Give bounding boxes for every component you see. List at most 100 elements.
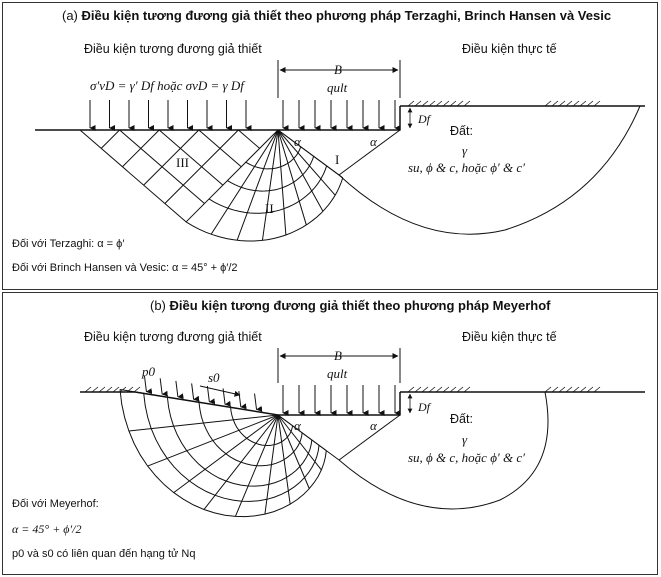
note-terzaghi: Đối với Terzaghi: α = ϕ′ [12, 238, 125, 250]
p0-arrow-b [143, 375, 153, 395]
ground-hatch-a [463, 100, 471, 107]
radial-line-a [236, 129, 279, 241]
ground-hatch-a [456, 100, 464, 107]
radial-line-a [210, 129, 279, 235]
note-meyerhof-alpha: α = 45° + ϕ′/2 [12, 522, 82, 536]
radial-line-a [277, 129, 287, 235]
ground-hatch-a [407, 100, 415, 107]
ground-hatch-b [456, 386, 464, 393]
soil-params-a: su, ϕ & c, hoặc ϕ′ & c′ [408, 160, 525, 175]
alpha-right-b: α [370, 418, 377, 433]
wedge-right-a [338, 129, 401, 176]
radial-arc-b [230, 407, 293, 447]
ground-hatch-b [579, 386, 587, 393]
radial-line-a [277, 129, 307, 226]
passive-grid-a [238, 129, 260, 149]
panel-a-title: (a) Điều kiện tương đương giả thiết theo… [62, 8, 612, 23]
radial-line-b [119, 389, 279, 416]
ground-hatch-b [112, 386, 120, 393]
ground-hatch-a [593, 100, 601, 107]
radial-arc-b [166, 397, 313, 487]
passive-grid-a [119, 129, 205, 204]
radial-line-a [261, 129, 279, 241]
ground-hatch-a [449, 100, 457, 107]
ground-hatch-b [133, 386, 141, 393]
passive-grid-a [158, 129, 224, 186]
ground-hatch-b [593, 386, 601, 393]
ground-hatch-b [421, 386, 429, 393]
gamma-a: γ [462, 143, 468, 158]
qult-label-b: qult [327, 366, 348, 381]
p0-label: p0 [142, 364, 155, 379]
ground-hatch-b [551, 386, 559, 393]
ground-hatch-a [565, 100, 573, 107]
s0-arrow-b [199, 385, 241, 397]
radial-arc-b [198, 402, 303, 467]
ground-hatch-b [463, 386, 471, 393]
radial-arc-b [143, 393, 320, 502]
soil-label-a: Đất: [450, 124, 473, 138]
radial-arc-a [227, 156, 315, 192]
note-meyerhof: Đối với Meyerhof: [12, 498, 99, 510]
ground-hatch-a [551, 100, 559, 107]
failure-arc-a [185, 177, 344, 242]
radial-arc-a [208, 165, 328, 214]
panel-b-right-heading: Điều kiện thực tế [462, 330, 557, 344]
width-label-a: B [334, 62, 342, 77]
ground-hatch-b [586, 386, 594, 393]
panel-b-left-heading: Điều kiện tương đương giả thiết [84, 330, 262, 344]
s0-label: s0 [208, 370, 220, 385]
ground-hatch-b [91, 386, 99, 393]
alpha-right-a: α [370, 134, 377, 149]
radial-line-a [277, 129, 336, 196]
ground-hatch-b [84, 386, 92, 393]
ground-hatch-a [544, 100, 552, 107]
radial-line-a [277, 129, 324, 212]
ground-hatch-a [572, 100, 580, 107]
surcharge-equation: σ′vD = γ′ Df hoặc σvD = γ Df [90, 78, 244, 93]
passive-grid-a [143, 129, 200, 186]
radial-line-a [185, 129, 279, 223]
radial-arc-a [245, 146, 302, 170]
ground-hatch-b [558, 386, 566, 393]
gamma-b: γ [462, 432, 468, 447]
ground-hatch-b [572, 386, 580, 393]
qult-label-a: qult [327, 80, 348, 95]
passive-edge-a [79, 129, 187, 223]
p0-arrow-b [159, 378, 168, 397]
p0-arrow-b [254, 393, 263, 412]
actual-failure-surface-b [338, 391, 549, 510]
panel-terzaghi [2, 2, 658, 290]
soil-params-b: su, ϕ & c, hoặc ϕ′ & c′ [408, 450, 525, 465]
ground-hatch-b [449, 386, 457, 393]
ground-hatch-a [421, 100, 429, 107]
ground-hatch-a [558, 100, 566, 107]
ground-hatch-a [428, 100, 436, 107]
radial-line-a [277, 129, 344, 179]
panel-b-title: (b) Điều kiện tương đương giả thiết theo… [150, 298, 551, 313]
soil-label-b: Đất: [450, 412, 473, 426]
passive-grid-a [100, 129, 120, 149]
width-label-b: B [334, 348, 342, 363]
panel-meyerhof [2, 292, 658, 575]
zone-I-label: I [335, 152, 340, 167]
panel-a-geometry [35, 60, 645, 242]
ground-hatch-a [414, 100, 422, 107]
ground-hatch-b [98, 386, 106, 393]
ground-hatch-a [579, 100, 587, 107]
ground-hatch-b [442, 386, 450, 393]
ground-hatch-b [565, 386, 573, 393]
ground-hatch-b [407, 386, 415, 393]
zone-II-label: II [265, 201, 274, 216]
ground-hatch-b [544, 386, 552, 393]
note-hansen-vesic: Đối với Brinch Hansen và Vesic: α = 45° … [12, 262, 238, 274]
panel-a-left-heading: Điều kiện tương đương giả thiết [84, 42, 262, 56]
ground-hatch-a [586, 100, 594, 107]
alpha-left-a: α [294, 134, 301, 149]
zone-III-label: III [176, 155, 189, 170]
ground-hatch-a [435, 100, 443, 107]
panel-b-geometry [80, 348, 645, 518]
panel-a-right-heading: Điều kiện thực tế [462, 42, 557, 56]
ground-hatch-b [428, 386, 436, 393]
